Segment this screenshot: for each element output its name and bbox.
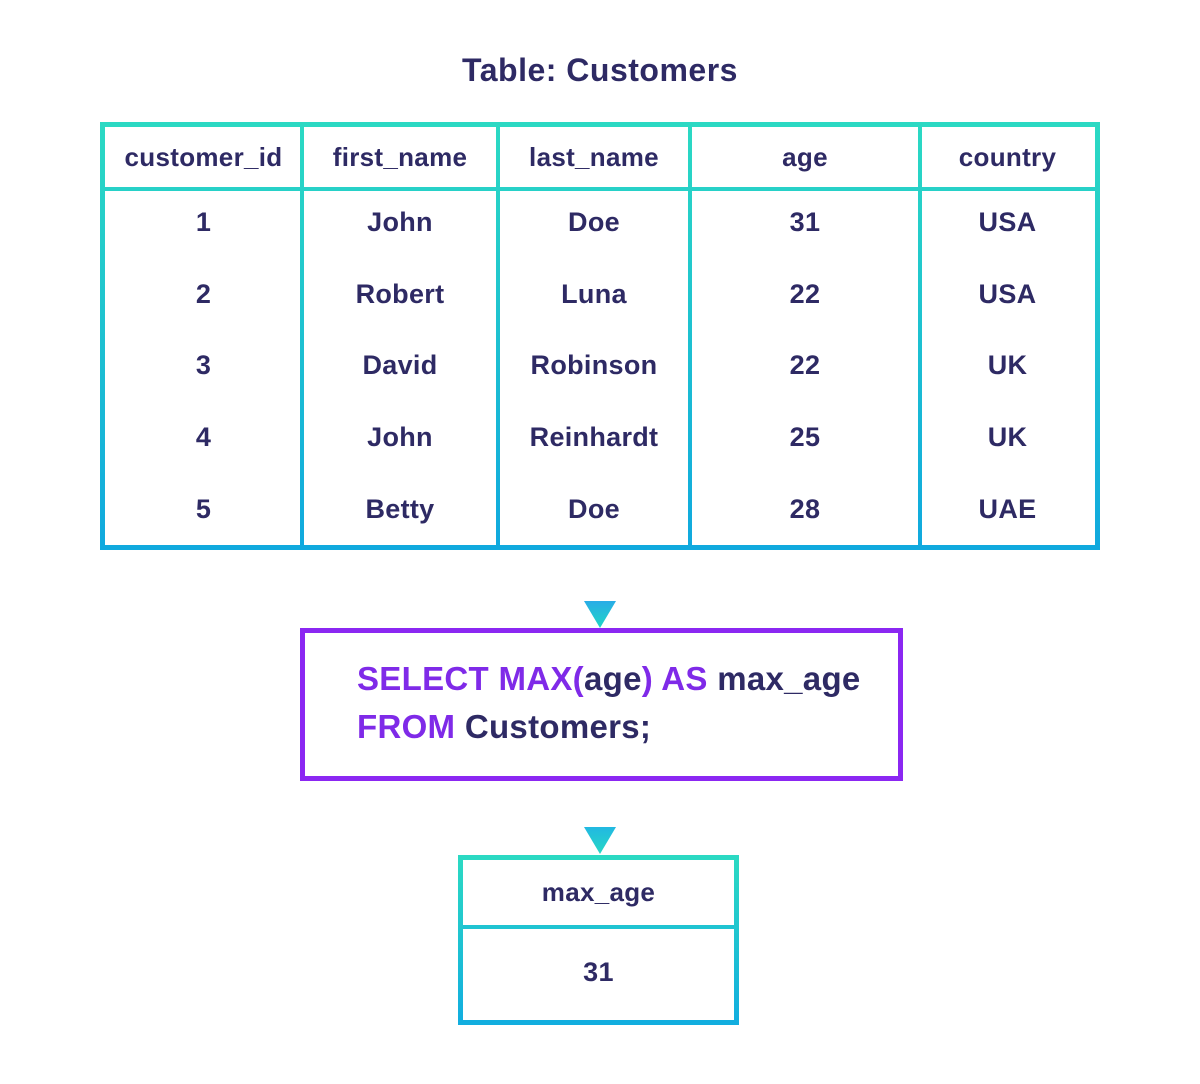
header-divider: [105, 187, 1095, 191]
sql-keyword: SELECT MAX(: [357, 660, 584, 697]
table-cell: Doe: [568, 493, 620, 524]
table-cell: 2: [195, 278, 212, 309]
table-cell: USA: [978, 207, 1037, 238]
sql-keyword: AS: [661, 660, 708, 697]
column-divider: [688, 127, 692, 545]
column-header-last-name: last_name: [529, 141, 659, 172]
result-header-divider: [463, 925, 734, 929]
table-cell: Robinson: [530, 350, 658, 381]
table-cell: Reinhardt: [529, 422, 659, 453]
result-table-grid: max_age 31: [463, 860, 734, 1020]
result-column-header: max_age: [541, 877, 656, 907]
table-cell: 28: [789, 493, 821, 524]
result-table: max_age 31: [458, 855, 739, 1025]
column-header-country: country: [958, 141, 1057, 172]
table-cell: UK: [987, 350, 1028, 381]
arrow-down-icon: [584, 782, 616, 854]
table-cell: 22: [789, 350, 821, 381]
table-cell: 4: [195, 422, 212, 453]
table-cell: 1: [195, 207, 212, 238]
sql-identifier: age: [583, 660, 642, 697]
sql-line-2: FROM Customers;: [357, 703, 898, 751]
sql-line-1: SELECT MAX(age) AS max_age: [357, 655, 898, 703]
table-cell: UAE: [978, 493, 1037, 524]
table-cell: 22: [789, 278, 821, 309]
sql-keyword: ): [641, 660, 654, 697]
table-cell: John: [367, 422, 433, 453]
table-cell: Doe: [568, 207, 620, 238]
column-header-age: age: [782, 141, 828, 172]
arrow-down-icon: [584, 551, 616, 628]
diagram-title: Table: Customers: [462, 52, 738, 88]
table-cell: Luna: [561, 278, 627, 309]
sql-identifier: Customers;: [455, 708, 652, 745]
customers-table: customer_id first_name last_name age cou…: [100, 122, 1100, 550]
table-cell: 3: [195, 350, 212, 381]
column-divider: [918, 127, 922, 545]
table-cell: David: [362, 350, 438, 381]
table-cell: John: [367, 207, 433, 238]
sql-identifier: max_age: [707, 660, 861, 697]
table-cell: Robert: [355, 278, 445, 309]
table-cell: UK: [987, 422, 1028, 453]
table-cell: USA: [978, 278, 1037, 309]
customers-table-grid: customer_id first_name last_name age cou…: [105, 127, 1095, 545]
table-cell: 5: [195, 493, 212, 524]
column-divider: [300, 127, 304, 545]
sql-keyword: FROM: [357, 708, 456, 745]
table-cell: Betty: [365, 493, 435, 524]
column-header-first-name: first_name: [332, 141, 468, 172]
sql-query-box: SELECT MAX(age) AS max_age FROM Customer…: [300, 628, 903, 781]
column-header-customer-id: customer_id: [124, 141, 283, 172]
table-cell: 31: [789, 207, 821, 238]
result-value-cell: 31: [583, 957, 614, 987]
column-divider: [496, 127, 500, 545]
table-cell: 25: [789, 422, 821, 453]
